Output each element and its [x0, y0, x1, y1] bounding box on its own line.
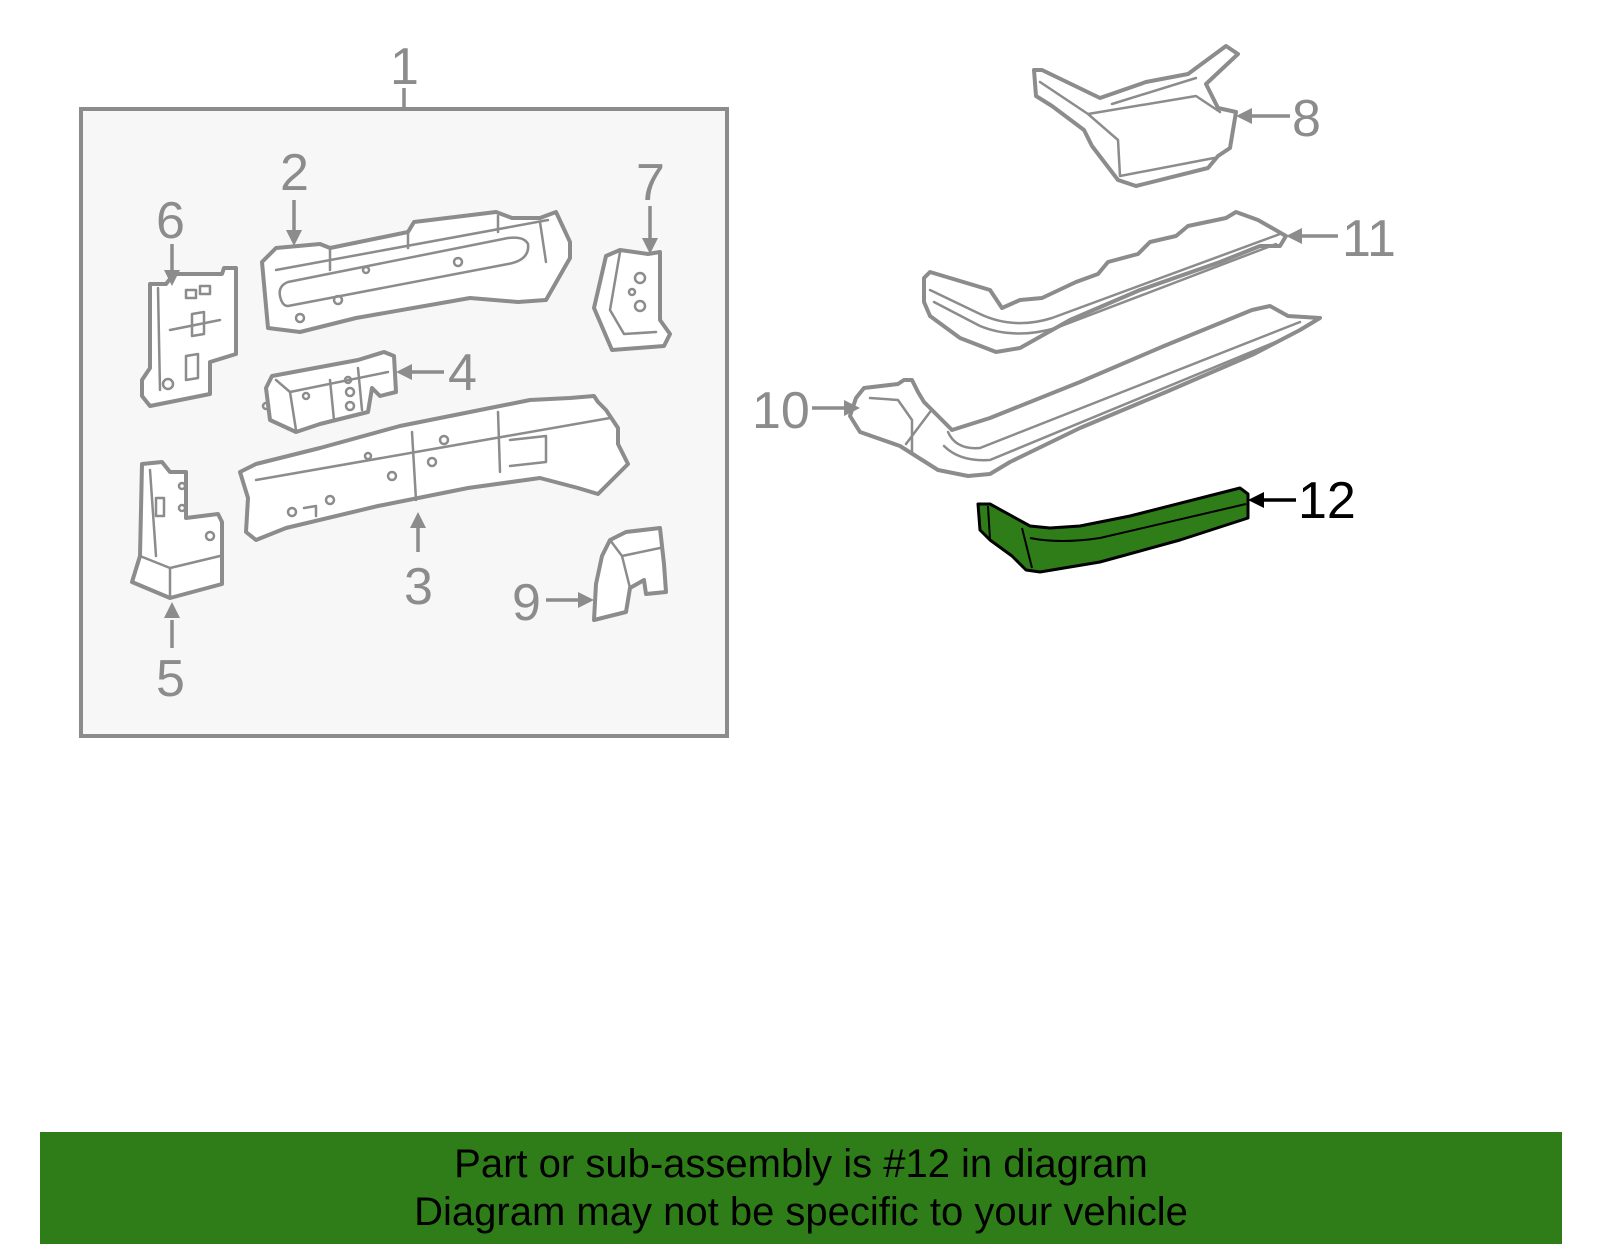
callout-5[interactable]: 5	[156, 650, 185, 708]
info-banner: Part or sub-assembly is #12 in diagram D…	[40, 1132, 1562, 1244]
part-8[interactable]: 8	[1032, 44, 1321, 188]
callout-1[interactable]: 1	[390, 38, 419, 96]
assembly-box	[79, 107, 729, 738]
part-10[interactable]: 10	[752, 304, 1322, 478]
part-4[interactable]: 4	[261, 344, 477, 434]
callout-4[interactable]: 4	[448, 344, 477, 402]
callout-6[interactable]: 6	[156, 192, 185, 250]
callout-11[interactable]: 11	[1342, 210, 1396, 268]
part-2[interactable]: 2	[260, 144, 572, 334]
callout-2[interactable]: 2	[280, 144, 309, 202]
callout-3[interactable]: 3	[404, 558, 433, 616]
part-6[interactable]: 6	[140, 192, 238, 408]
callout-9[interactable]: 9	[512, 574, 541, 632]
callout-12[interactable]: 12	[1298, 472, 1356, 530]
part-12[interactable]: 12	[976, 472, 1356, 574]
callout-8[interactable]: 8	[1292, 90, 1321, 148]
part-5[interactable]: 5	[130, 460, 224, 708]
callout-7[interactable]: 7	[636, 154, 665, 212]
banner-line-2: Diagram may not be specific to your vehi…	[414, 1190, 1188, 1234]
banner-line-1: Part or sub-assembly is #12 in diagram	[454, 1142, 1148, 1186]
part-7[interactable]: 7	[592, 154, 672, 352]
callout-10[interactable]: 10	[752, 382, 810, 440]
part-9[interactable]: 9	[512, 526, 668, 632]
part-3[interactable]: 3	[238, 394, 630, 616]
assembly-group-1: 1	[79, 38, 729, 738]
part-11[interactable]: 11	[922, 210, 1396, 354]
